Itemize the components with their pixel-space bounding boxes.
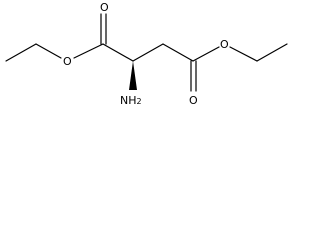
bond-ch3-left-ch2 (5, 43, 37, 62)
amine-label: NH2 (120, 94, 142, 107)
bond-oester-right-ch2 (229, 46, 258, 62)
wedge-bond-alpha-amine (129, 61, 137, 90)
bond-carbonyl-right-oester (192, 46, 220, 62)
oxygen-label-carbonyl-left: O (100, 1, 109, 14)
bond-ch2-ch3-right (256, 43, 288, 62)
amine-label-main: NH (120, 94, 137, 107)
oxygen-label-ester-left: O (63, 55, 72, 68)
bond-alpha-ch2 (132, 43, 164, 62)
bond-oester-left-carbonyl (73, 43, 104, 59)
bond-carbonyl-left-alpha (102, 43, 134, 62)
bond-ch2-oester-left (35, 43, 62, 59)
structure-canvas: O O O O NH2 (0, 0, 318, 119)
amine-label-subscript: 2 (137, 97, 142, 106)
oxygen-label-ester-right: O (220, 38, 229, 51)
bond-ch2-carbonyl-right (162, 43, 194, 62)
molecule-diagram: O O O O NH2 (5, 1, 288, 107)
oxygen-label-carbonyl-right: O (189, 94, 198, 107)
